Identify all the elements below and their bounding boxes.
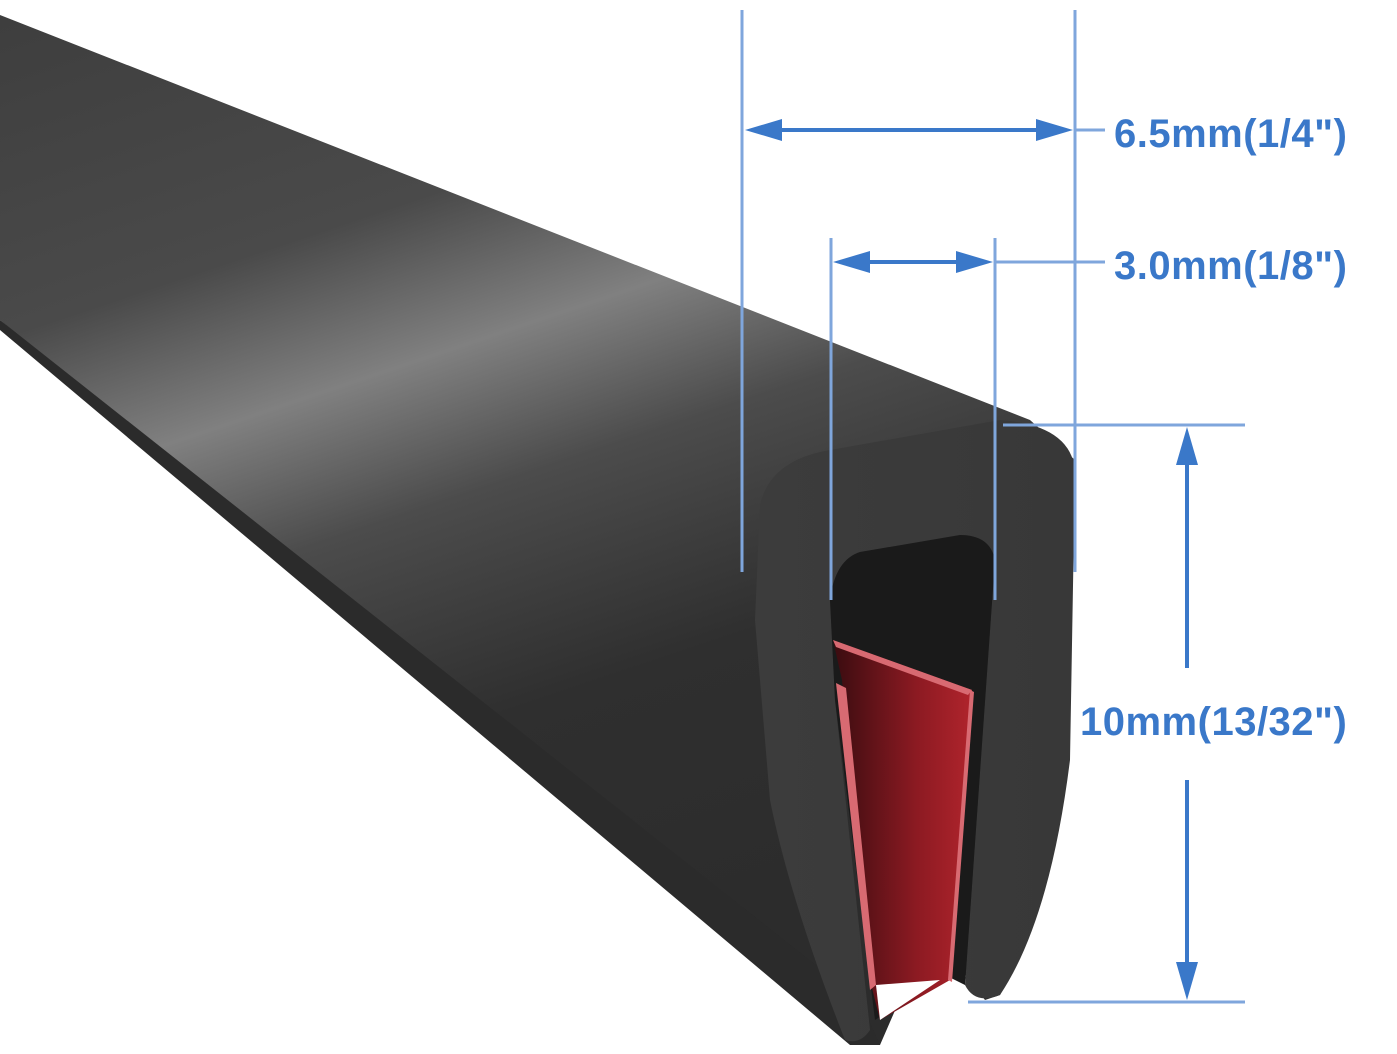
gap xyxy=(876,980,940,1020)
adhesive-right-edge xyxy=(948,690,974,982)
dimension-arrows xyxy=(745,119,1198,1000)
inner-width-label: 3.0mm(1/8") xyxy=(1114,244,1348,288)
adhesive-edge-highlight xyxy=(833,640,972,695)
height-label: 10mm(13/32") xyxy=(1080,700,1348,744)
guide-lines xyxy=(740,10,1245,1004)
trim-underside xyxy=(0,320,880,1045)
outer-width-label: 6.5mm(1/4") xyxy=(1114,112,1348,156)
adhesive-inner-edge xyxy=(836,683,876,990)
